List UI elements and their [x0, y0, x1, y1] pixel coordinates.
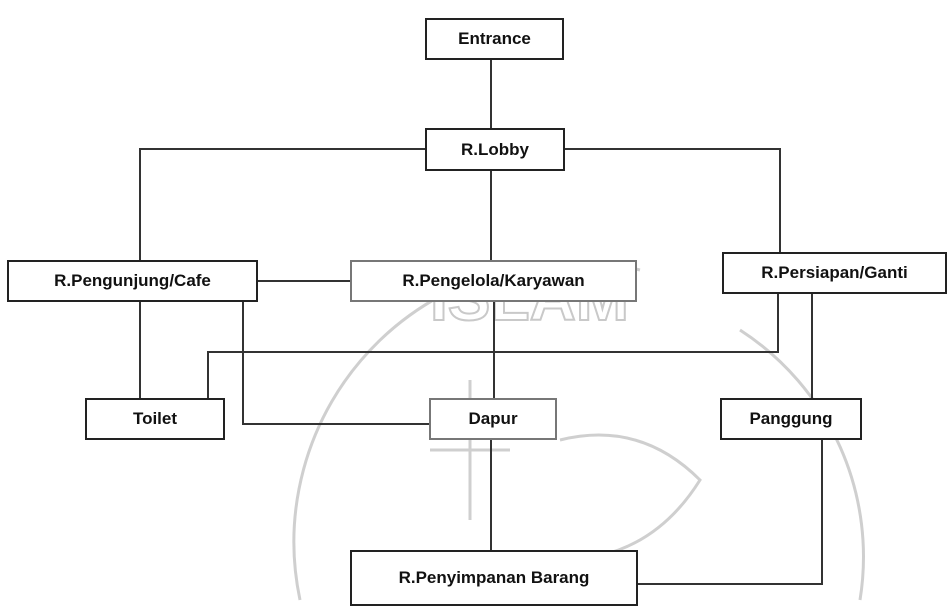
- edge-persiapan-toilet: [207, 294, 779, 398]
- node-dapur: Dapur: [429, 398, 557, 440]
- node-entrance: Entrance: [425, 18, 564, 60]
- node-penyimpanan: R.Penyimpanan Barang: [350, 550, 638, 606]
- node-toilet: Toilet: [85, 398, 225, 440]
- edge-cafe-dapur: [242, 302, 429, 425]
- edge-panggung-penyimpanan: [638, 440, 823, 585]
- node-lobby: R.Lobby: [425, 128, 565, 171]
- edge-lobby-persiapan: [565, 148, 781, 252]
- node-cafe: R.Pengunjung/Cafe: [7, 260, 258, 302]
- node-panggung: Panggung: [720, 398, 862, 440]
- edge-lobby-cafe: [139, 148, 425, 260]
- node-persiapan: R.Persiapan/Ganti: [722, 252, 947, 294]
- node-pengelola: R.Pengelola/Karyawan: [350, 260, 637, 302]
